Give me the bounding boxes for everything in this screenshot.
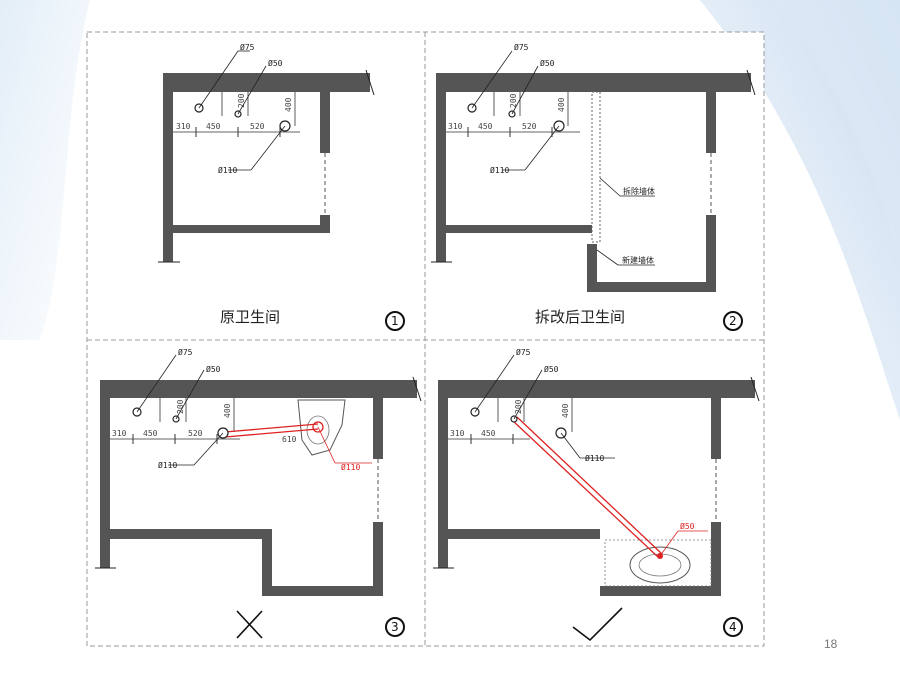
panel-2-label-110: Ø110 bbox=[490, 165, 509, 175]
panel-1-label-110: Ø110 bbox=[218, 165, 237, 175]
panel-1-dim-400: 400 bbox=[284, 97, 293, 112]
panel-3-leader-110 bbox=[193, 432, 224, 466]
panel-4-wall-break bbox=[750, 376, 760, 402]
bg-swoosh-left bbox=[0, 0, 90, 340]
panel-3: 310 450 520 200 400 610 Ø110 Ø75 Ø50 Ø11… bbox=[95, 347, 422, 639]
panel-2-leader-75 bbox=[471, 50, 513, 109]
panel-2-note-new-leader bbox=[596, 249, 619, 266]
panel-4-leader-50 bbox=[513, 369, 543, 420]
panel-1-leader-110 bbox=[250, 125, 286, 171]
panel-2: 310 450 520 200 400 Ø75 Ø50 Ø110 拆除墙体 新建… bbox=[431, 42, 756, 331]
panel-2-note-remove: 拆除墙体 bbox=[623, 186, 655, 196]
panel-3-leader-50 bbox=[175, 369, 205, 420]
panel-1-wall-break bbox=[365, 69, 375, 96]
panel-1-leader-75 bbox=[198, 50, 239, 109]
panel-2-note-new: 新建墙体 bbox=[622, 255, 654, 265]
panel-2-pipe-50 bbox=[508, 110, 516, 118]
panel-3-wall-break bbox=[412, 376, 422, 402]
panel-2-number: 2 bbox=[729, 314, 737, 328]
bg-swoosh-right-2 bbox=[770, 0, 900, 260]
panel-2-note-remove-leader bbox=[599, 177, 621, 197]
panel-2-new-wall bbox=[587, 215, 716, 292]
panel-3-label-110-red: Ø110 bbox=[341, 462, 360, 472]
panel-1-dim-450: 450 bbox=[206, 122, 221, 131]
panel-4-dim-450: 450 bbox=[481, 429, 496, 438]
panel-3-red-pipe-end bbox=[312, 421, 324, 433]
panel-3-label-50: Ø50 bbox=[206, 364, 221, 374]
panel-4-label-50-red: Ø50 bbox=[680, 521, 695, 531]
panel-2-dim-310: 310 bbox=[448, 122, 463, 131]
panel-3-label-75: Ø75 bbox=[178, 347, 193, 357]
panel-1-label-50: Ø50 bbox=[268, 58, 283, 68]
panel-3-dim-310: 310 bbox=[112, 429, 127, 438]
panel-1-caption: 原卫生间 bbox=[220, 308, 280, 326]
panel-3-number-circle bbox=[385, 617, 405, 637]
panel-3-toilet-icon bbox=[297, 399, 346, 456]
panel-1-number-circle bbox=[385, 311, 405, 331]
panel-3-dim-400: 400 bbox=[223, 403, 232, 418]
panel-4-leader-75 bbox=[474, 354, 515, 413]
panel-4-dim-400: 400 bbox=[561, 403, 570, 418]
panel-1: 310 450 520 200 400 Ø75 Ø50 Ø110 原卫生间 1 bbox=[158, 42, 405, 331]
panel-4-check-mark bbox=[572, 607, 623, 642]
panel-4-label-110: Ø110 bbox=[585, 453, 604, 463]
panel-3-dim-200: 200 bbox=[176, 399, 185, 414]
panel-4-label-50: Ø50 bbox=[544, 364, 559, 374]
panel-2-dim-200: 200 bbox=[509, 93, 518, 108]
panel-2-label-50: Ø50 bbox=[540, 58, 555, 68]
panel-4-number: 4 bbox=[729, 620, 737, 634]
panel-1-dim-520: 520 bbox=[250, 122, 265, 131]
panel-3-dim-520: 520 bbox=[188, 429, 203, 438]
panel-2-leader-50 bbox=[511, 65, 539, 115]
panel-3-cross-mark bbox=[236, 610, 263, 639]
panel-3-red-pipe bbox=[224, 423, 319, 438]
panel-2-label-75: Ø75 bbox=[514, 42, 529, 52]
panel-4: 310 450 200 400 Ø50 Ø75 Ø50 Ø110 4 bbox=[433, 347, 760, 642]
panel-3-leader-75 bbox=[136, 354, 177, 413]
panel-1-leader-50 bbox=[237, 65, 267, 115]
panel-2-wall-break bbox=[746, 69, 756, 96]
panel-4-counter bbox=[604, 539, 712, 587]
panel-4-red-pipe bbox=[511, 416, 663, 558]
panel-3-red-leader bbox=[317, 426, 336, 464]
panel-4-label-75: Ø75 bbox=[516, 347, 531, 357]
panel-2-dim-520: 520 bbox=[522, 122, 537, 131]
panel-3-number: 3 bbox=[391, 620, 399, 634]
panel-2-walls bbox=[436, 73, 751, 262]
panel-1-number: 1 bbox=[391, 314, 399, 328]
panel-2-caption: 拆改后卫生间 bbox=[535, 308, 625, 326]
panel-3-dim-450: 450 bbox=[143, 429, 158, 438]
panel-4-dim-310: 310 bbox=[450, 429, 465, 438]
panel-4-red-leader bbox=[659, 530, 679, 557]
panel-1-dim-310: 310 bbox=[176, 122, 191, 131]
panel-2-dim-400: 400 bbox=[557, 97, 566, 112]
page-number: 18 bbox=[824, 637, 838, 651]
panel-2-leader-110 bbox=[524, 125, 560, 171]
panel-1-walls bbox=[163, 73, 370, 262]
panel-4-leader-110 bbox=[560, 432, 581, 459]
panel-2-removed-wall bbox=[591, 91, 601, 243]
panel-1-dim-200: 200 bbox=[237, 93, 246, 108]
panel-1-label-75: Ø75 bbox=[240, 42, 255, 52]
panel-4-number-circle bbox=[723, 617, 743, 637]
panel-4-basin-icon bbox=[629, 546, 691, 584]
panel-2-dim-450: 450 bbox=[478, 122, 493, 131]
panel-3-dim-610: 610 bbox=[282, 435, 297, 444]
panel-4-dim-200: 200 bbox=[514, 399, 523, 414]
panel-2-number-circle bbox=[723, 311, 743, 331]
panel-3-label-110: Ø110 bbox=[158, 460, 177, 470]
